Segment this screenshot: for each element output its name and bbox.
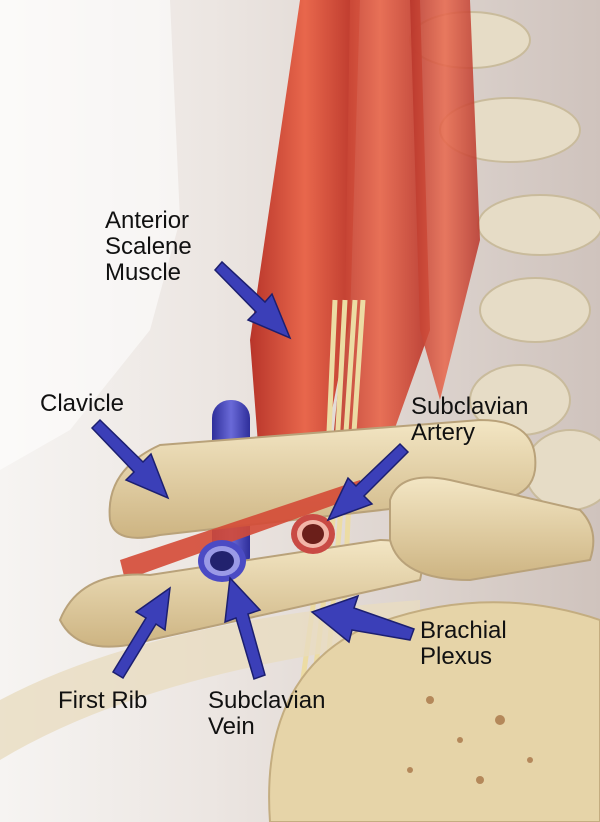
label-subclavian-artery: Subclavian Artery: [411, 393, 529, 446]
bone-texture: [407, 696, 533, 784]
label-first-rib: First Rib: [58, 687, 148, 714]
arrow-subclavian-artery: [326, 442, 410, 522]
second-rib: [0, 600, 420, 760]
sternal-bone: [389, 476, 595, 582]
arrow-anterior-scalene: [213, 260, 292, 340]
label-subclavian-vein: Subclavian Vein: [208, 687, 326, 740]
arrow-first-rib: [111, 586, 171, 680]
arrow-subclavian-vein: [224, 576, 266, 680]
label-anterior-scalene-muscle: Anterior Scalene Muscle: [105, 207, 192, 286]
subclavian-vein-section: [198, 540, 246, 582]
pointer-arrows: [90, 260, 415, 680]
arrow-clavicle: [90, 418, 170, 500]
subclavius-muscle: [120, 480, 362, 580]
label-clavicle: Clavicle: [40, 390, 125, 417]
arrow-brachial-plexus: [310, 594, 415, 644]
neck-silhouette: [0, 0, 180, 470]
subclavian-artery: [291, 514, 335, 554]
label-brachial-plexus: Brachial Plexus: [420, 617, 507, 670]
